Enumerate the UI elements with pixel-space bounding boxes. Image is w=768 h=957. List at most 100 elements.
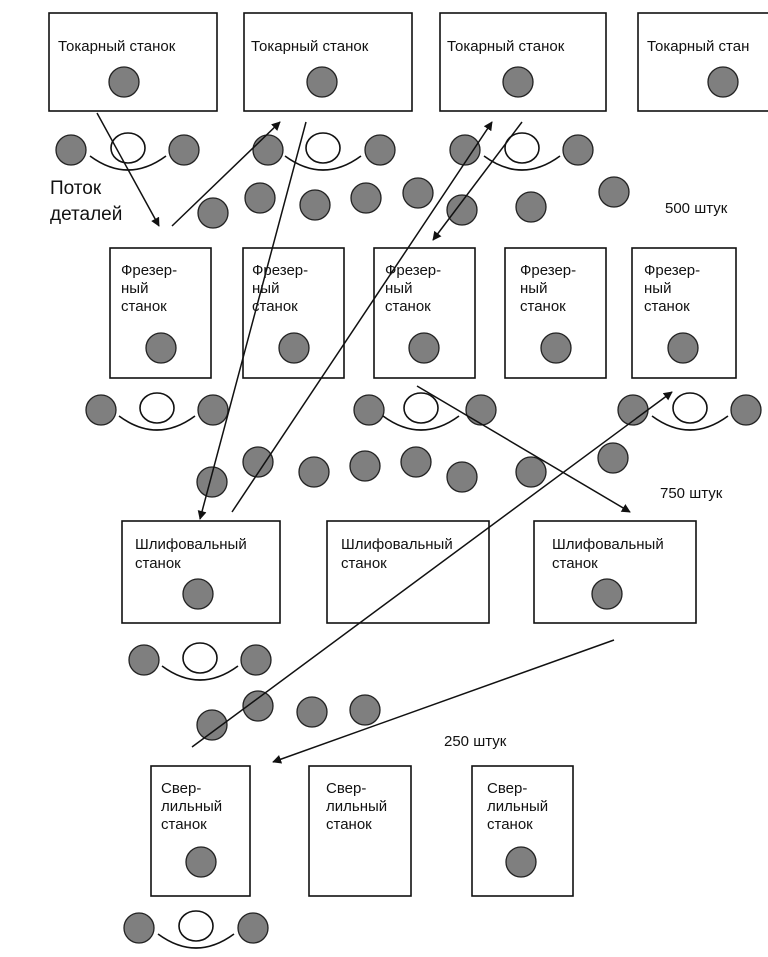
wip-part <box>237 912 269 944</box>
drill-machine-label: лильный <box>487 798 548 815</box>
worker-icon <box>504 132 540 164</box>
wip-part <box>168 134 200 166</box>
flow-arrow <box>272 639 615 764</box>
wip-part <box>128 644 160 676</box>
lathe-machine-label: Токарный станок <box>447 38 565 55</box>
part-in-machine <box>408 332 440 364</box>
drill-machine-label: станок <box>161 816 207 833</box>
wip-part <box>465 394 497 426</box>
mill-machine-label: Фрезер- <box>644 262 700 279</box>
wip-part <box>252 134 284 166</box>
flow-arrow <box>171 121 281 227</box>
quantity-label: 500 штук <box>665 200 728 217</box>
lathe-machine-label: Токарный станок <box>58 38 176 55</box>
part-in-machine <box>306 66 338 98</box>
grinder-machine-label: Шлифовальный <box>341 536 453 553</box>
drill-machine-label: станок <box>326 816 372 833</box>
grinder-machine-label: Шлифовальный <box>135 536 247 553</box>
wip-part <box>402 177 434 209</box>
part-in-machine <box>278 332 310 364</box>
grinder-machine-label: Шлифовальный <box>552 536 664 553</box>
drill-machine-label: лильный <box>161 798 222 815</box>
wip-part <box>597 442 629 474</box>
mill-machine-label: Фрезер- <box>385 262 441 279</box>
worker-shoulders <box>483 155 561 171</box>
worker-icon <box>672 392 708 424</box>
worker-icon <box>178 910 214 942</box>
worker-shoulders <box>382 415 460 431</box>
mill-machine-label: станок <box>644 298 690 315</box>
lathe-machine-box <box>48 12 218 112</box>
wip-part <box>400 446 432 478</box>
wip-part <box>299 189 331 221</box>
drill-machine-label: лильный <box>326 798 387 815</box>
lathe-machine-box <box>637 12 768 112</box>
part-in-machine <box>182 578 214 610</box>
lathe-machine-label: Токарный стан <box>647 38 749 55</box>
mill-machine-label: ный <box>644 280 671 297</box>
wip-part <box>562 134 594 166</box>
part-in-machine <box>185 846 217 878</box>
wip-part <box>353 394 385 426</box>
wip-part <box>350 182 382 214</box>
mill-machine-label: ный <box>121 280 148 297</box>
worker-icon <box>139 392 175 424</box>
wip-part <box>244 182 276 214</box>
flow-arrow <box>416 385 631 513</box>
part-in-machine <box>707 66 739 98</box>
quantity-label: 250 штук <box>444 733 507 750</box>
worker-icon <box>182 642 218 674</box>
wip-part <box>242 690 274 722</box>
quantity-label: 750 штук <box>660 485 723 502</box>
mill-machine-box <box>631 247 737 379</box>
mill-machine-label: ный <box>252 280 279 297</box>
mill-machine-label: Фрезер- <box>520 262 576 279</box>
flow-arrow <box>231 121 493 513</box>
part-in-machine <box>145 332 177 364</box>
flow-arrow <box>96 112 160 227</box>
grinder-machine-box <box>326 520 490 624</box>
mill-machine-box <box>109 247 212 379</box>
lathe-machine-label: Токарный станок <box>251 38 369 55</box>
drill-machine-label: станок <box>487 816 533 833</box>
wip-part <box>349 450 381 482</box>
worker-shoulders <box>651 415 729 431</box>
flow-arrow <box>432 121 523 241</box>
wip-part <box>55 134 87 166</box>
wip-part <box>515 191 547 223</box>
mill-machine-label: станок <box>252 298 298 315</box>
grinder-machine-label: станок <box>135 555 181 572</box>
mill-machine-label: Фрезер- <box>252 262 308 279</box>
part-in-machine <box>505 846 537 878</box>
mill-machine-label: станок <box>520 298 566 315</box>
wip-part <box>515 456 547 488</box>
wip-part <box>197 197 229 229</box>
mill-machine-label: Фрезер- <box>121 262 177 279</box>
wip-part <box>242 446 274 478</box>
wip-part <box>364 134 396 166</box>
worker-icon <box>403 392 439 424</box>
mill-machine-label: станок <box>385 298 431 315</box>
drill-machine-box <box>308 765 412 897</box>
wip-part <box>85 394 117 426</box>
wip-part <box>240 644 272 676</box>
worker-icon <box>305 132 341 164</box>
flow-arrow <box>197 121 307 520</box>
mill-machine-label: станок <box>121 298 167 315</box>
wip-part <box>349 694 381 726</box>
wip-part <box>446 461 478 493</box>
wip-part <box>197 394 229 426</box>
wip-part <box>598 176 630 208</box>
mill-machine-label: ный <box>520 280 547 297</box>
wip-part <box>196 466 228 498</box>
flow-arrow <box>191 391 673 748</box>
wip-part <box>296 696 328 728</box>
part-in-machine <box>502 66 534 98</box>
part-in-machine <box>540 332 572 364</box>
drill-machine-label: Свер- <box>161 780 201 797</box>
wip-part <box>196 709 228 741</box>
worker-shoulders <box>157 933 235 949</box>
part-in-machine <box>667 332 699 364</box>
wip-part <box>446 194 478 226</box>
